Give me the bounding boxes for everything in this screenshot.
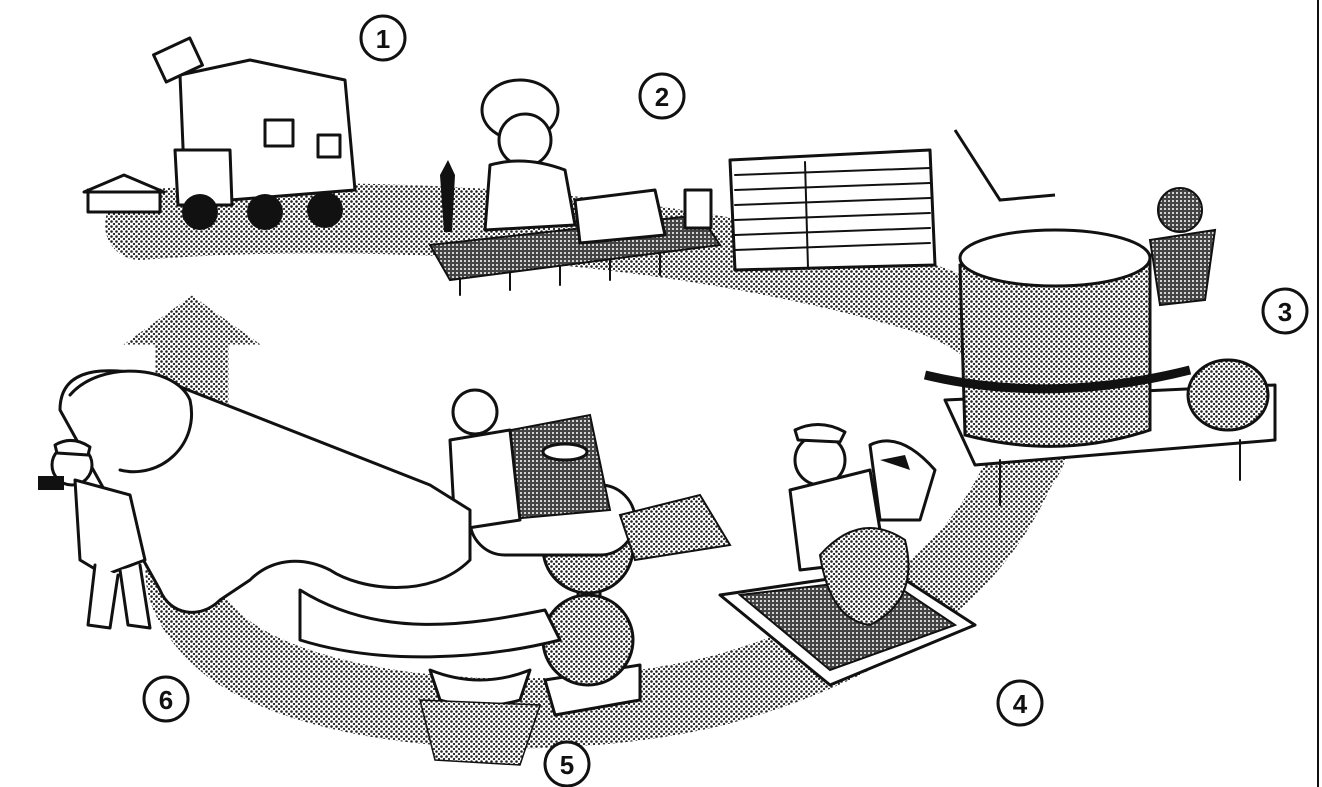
- step-label-5: 5: [560, 750, 574, 780]
- step-label-6: 6: [159, 685, 173, 715]
- step-label-4: 4: [1013, 689, 1028, 719]
- step-marker-1: 1: [361, 16, 405, 60]
- step-marker-6: 6: [144, 677, 188, 721]
- step-label-2: 2: [655, 82, 669, 112]
- pulper-scene: [925, 130, 1275, 505]
- step-marker-2: 2: [640, 74, 684, 118]
- step-marker-5: 5: [545, 742, 589, 786]
- step-label-3: 3: [1278, 297, 1292, 327]
- step-marker-4: 4: [998, 681, 1042, 725]
- garbage-truck-scene: [84, 38, 355, 230]
- step-label-1: 1: [376, 24, 390, 54]
- stacked-paper: [730, 150, 935, 270]
- step-marker-3: 3: [1263, 289, 1307, 333]
